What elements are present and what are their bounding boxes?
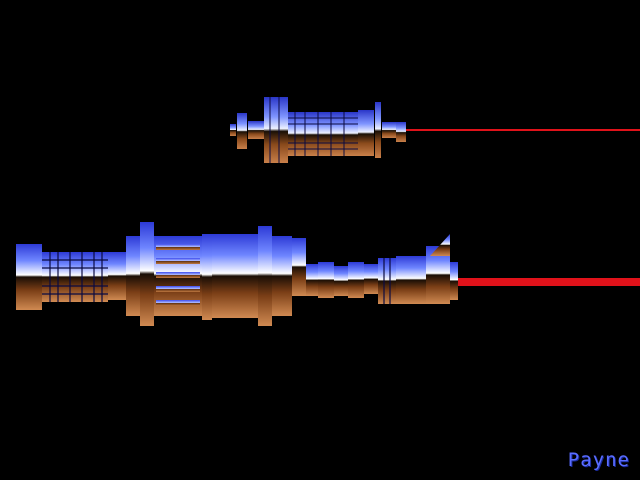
small-ship bbox=[230, 97, 640, 163]
small-ship-grid bbox=[269, 97, 358, 163]
large-ship-grid bbox=[42, 252, 391, 304]
artist-signature: Payne bbox=[567, 449, 630, 471]
large-ship-laser bbox=[458, 278, 640, 286]
large-ship-stripes bbox=[156, 244, 200, 306]
small-ship-laser bbox=[406, 129, 640, 131]
large-ship-hull bbox=[16, 222, 458, 326]
large-ship bbox=[16, 222, 640, 326]
large-ship-nose-fin bbox=[430, 234, 450, 256]
